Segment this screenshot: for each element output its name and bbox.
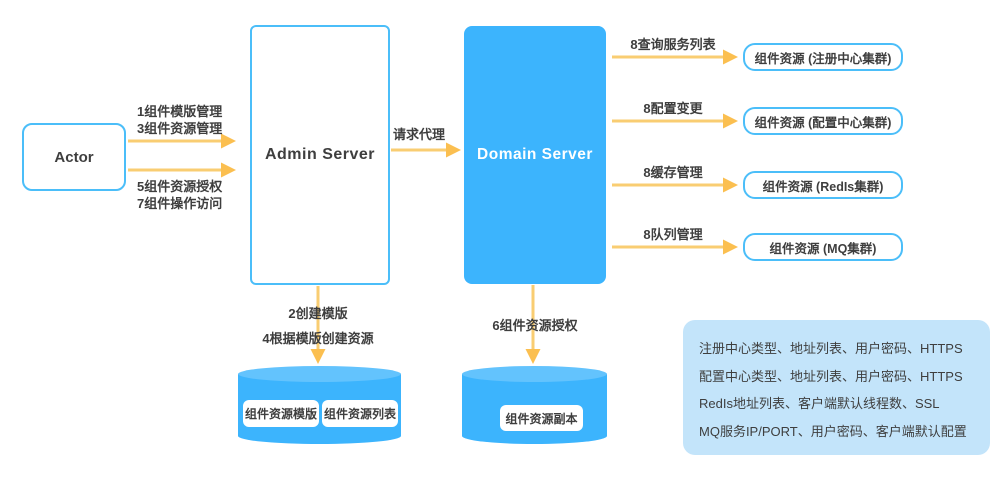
- resource-label: 组件资源 (MQ集群): [769, 241, 877, 256]
- cylinder-top-ellipse: [462, 366, 607, 382]
- edge-label-line: 2创建模版: [288, 306, 348, 321]
- db-item-resource-list: 组件资源列表: [322, 400, 398, 427]
- actor-label: Actor: [54, 148, 94, 166]
- edge-label-line: 8配置变更: [643, 101, 703, 116]
- edge-label-actor-to-admin-top: 1组件模版管理 3组件资源管理: [137, 103, 222, 137]
- edge-label-line: 4根据模版创建资源: [262, 331, 374, 346]
- domain-server-node: Domain Server: [464, 26, 606, 284]
- edge-label-admin-to-domain: 请求代理: [393, 126, 445, 143]
- edge-label-line: 8队列管理: [643, 227, 703, 242]
- domain-server-label: Domain Server: [477, 146, 593, 163]
- cylinder-bottom-ellipse: [238, 428, 401, 444]
- edge-label-line: 7组件操作访问: [137, 196, 223, 211]
- edge-label-domain-to-redis: 8缓存管理: [610, 164, 736, 181]
- info-line-registry: 注册中心类型、地址列表、用户密码、HTTPS: [699, 341, 963, 356]
- resource-label: 组件资源 (配置中心集群): [754, 115, 892, 130]
- edge-label-line: 请求代理: [393, 127, 446, 142]
- edge-label-line: 8查询服务列表: [630, 37, 716, 52]
- edge-label-line: 3组件资源管理: [137, 121, 223, 136]
- info-line-config: 配置中心类型、地址列表、用户密码、HTTPS: [699, 368, 963, 384]
- cylinder-bottom-ellipse: [462, 428, 607, 444]
- resource-node-registry: 组件资源 (注册中心集群): [743, 43, 903, 71]
- resource-node-config: 组件资源 (配置中心集群): [743, 107, 903, 135]
- info-line-mq: MQ服务IP/PORT、用户密码、客户端默认配置: [699, 423, 967, 439]
- cylinder-top-ellipse: [238, 366, 401, 382]
- resource-node-redis: 组件资源 (RedIs集群): [743, 171, 903, 199]
- edge-label-domain-to-config: 8配置变更: [610, 100, 736, 117]
- edge-label-actor-to-admin-bottom: 5组件资源授权 7组件操作访问: [137, 178, 222, 212]
- resource-label: 组件资源 (注册中心集群): [754, 51, 892, 66]
- edge-label-line: 1组件模版管理: [137, 104, 223, 119]
- edge-label-line: 6组件资源授权: [492, 318, 578, 333]
- info-line-redis: RedIs地址列表、客户端默认线程数、SSL: [699, 396, 940, 411]
- edge-label-domain-to-db: 6组件资源授权: [455, 317, 615, 334]
- actor-node: Actor: [22, 123, 126, 191]
- edge-label-domain-to-mq: 8队列管理: [610, 226, 736, 243]
- db-item-template-list: 组件资源模版: [243, 400, 319, 427]
- admin-server-node: Admin Server: [250, 25, 390, 285]
- edge-label-domain-to-registry: 8查询服务列表: [610, 36, 736, 53]
- db-item-label: 组件资源模版: [244, 407, 317, 421]
- resource-label: 组件资源 (RedIs集群): [762, 179, 884, 194]
- domain-db-cylinder: 组件资源副本: [462, 366, 607, 452]
- db-item-label: 组件资源副本: [505, 411, 578, 426]
- admin-server-label: Admin Server: [264, 146, 376, 163]
- db-item-label: 组件资源列表: [323, 407, 396, 421]
- db-item-resource-replica: 组件资源副本: [500, 405, 583, 431]
- admin-db-cylinder: 组件资源模版 组件资源列表: [238, 366, 401, 452]
- edge-label-line: 8缓存管理: [643, 165, 703, 180]
- edge-label-line: 5组件资源授权: [137, 179, 223, 194]
- edge-label-admin-to-db: 2创建模版 4根据模版创建资源: [238, 305, 398, 347]
- resource-node-mq: 组件资源 (MQ集群): [743, 233, 903, 261]
- info-panel: 注册中心类型、地址列表、用户密码、HTTPS 配置中心类型、地址列表、用户密码、…: [683, 320, 990, 455]
